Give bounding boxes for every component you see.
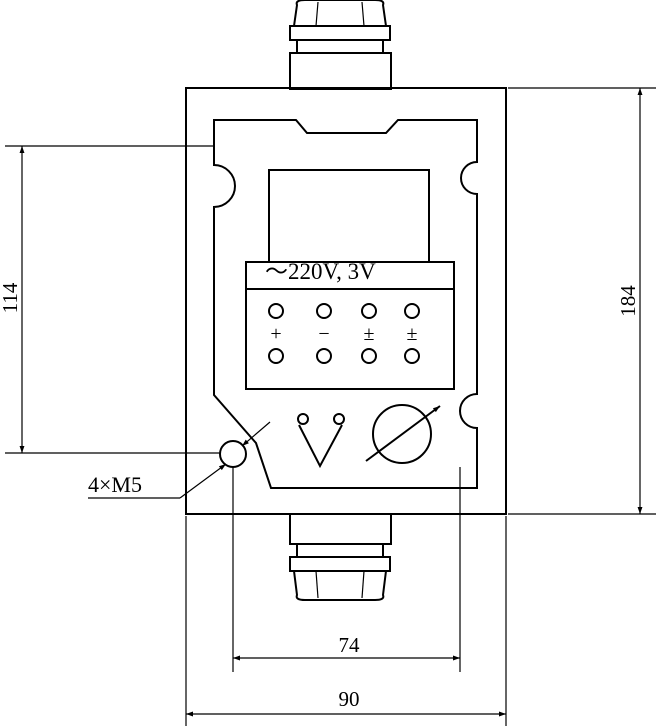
bottom-cable-gland xyxy=(289,513,392,601)
dim-label-74: 74 xyxy=(339,633,361,657)
thread-callout: 4×M5 xyxy=(88,421,271,499)
terminal-sign: ± xyxy=(364,323,375,345)
dim-label-184: 184 xyxy=(616,285,640,317)
adjust-knob-symbol xyxy=(365,404,441,464)
dim-label-90: 90 xyxy=(339,687,360,711)
mounting-hole-icon xyxy=(219,440,247,468)
terminal-block: ～220V, 3V + − ± ± xyxy=(245,169,455,390)
dimension-width-holes: 74 xyxy=(232,467,461,672)
terminal-screw xyxy=(404,348,420,364)
top-cable-gland xyxy=(289,0,392,90)
inner-chamber-outline xyxy=(213,119,478,489)
dimension-height-inner: 114 xyxy=(0,145,220,454)
terminal-sign: ± xyxy=(407,323,418,345)
terminal-screw xyxy=(268,348,284,364)
terminal-screw xyxy=(316,348,332,364)
terminal-screw xyxy=(361,348,377,364)
dim-label-114: 114 xyxy=(0,282,22,313)
dimension-height-outer: 184 xyxy=(508,87,656,515)
terminal-sign: − xyxy=(318,323,329,345)
thread-label: 4×M5 xyxy=(88,472,142,497)
outer-housing xyxy=(185,87,507,515)
lamp-symbol xyxy=(297,413,345,469)
terminal-sign: + xyxy=(270,323,281,345)
terminal-screw xyxy=(404,303,420,319)
terminal-screw xyxy=(361,303,377,319)
dimension-width-outer: 90 xyxy=(185,516,507,726)
terminal-screw xyxy=(316,303,332,319)
voltage-label: ～220V, 3V xyxy=(265,259,376,284)
terminal-screw xyxy=(268,303,284,319)
